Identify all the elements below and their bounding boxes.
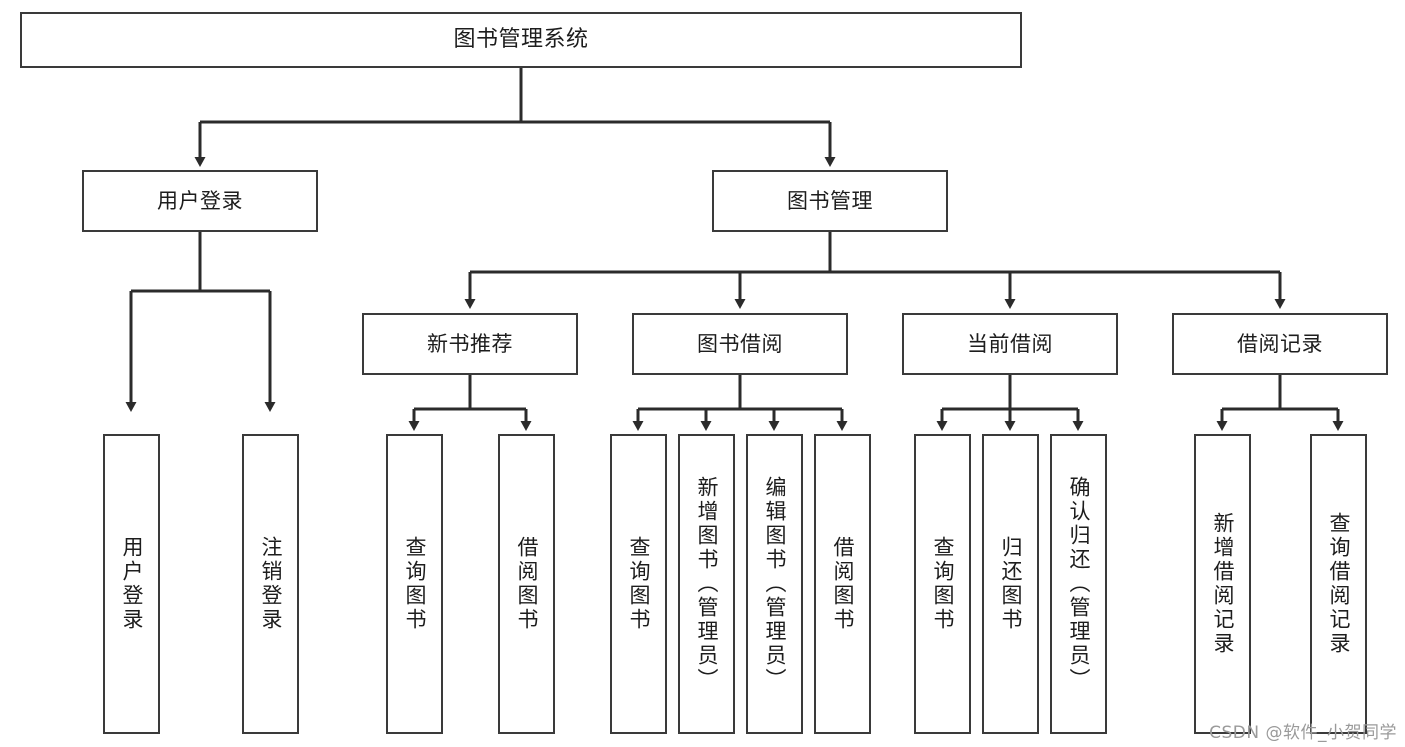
node-book-management[interactable]: 图书管理 xyxy=(712,170,948,232)
node-label: 注销登录 xyxy=(259,536,283,632)
node-label: 图书管理系统 xyxy=(453,27,589,53)
node-label: 查询图书 xyxy=(931,536,955,632)
node-current-borrowing[interactable]: 当前借阅 xyxy=(902,313,1118,375)
node-book-borrowing[interactable]: 图书借阅 xyxy=(632,313,848,375)
csdn-watermark: CSDN @软件_小贺同学 xyxy=(1209,723,1397,743)
node-label: 编辑图书（管理员） xyxy=(763,476,787,692)
node-label: 当前借阅 xyxy=(967,331,1053,356)
leaf-logout[interactable]: 注销登录 xyxy=(242,434,299,734)
node-user-login[interactable]: 用户登录 xyxy=(82,170,318,232)
node-label: 确认归还（管理员） xyxy=(1067,476,1091,692)
node-label: 归还图书 xyxy=(999,536,1023,632)
leaf-edit-book-admin[interactable]: 编辑图书（管理员） xyxy=(746,434,803,734)
node-root-book-management-system[interactable]: 图书管理系统 xyxy=(20,12,1022,68)
leaf-query-books-current[interactable]: 查询图书 xyxy=(914,434,971,734)
node-label: 借阅图书 xyxy=(831,536,855,632)
leaf-borrow-books-recommend[interactable]: 借阅图书 xyxy=(498,434,555,734)
node-borrow-records[interactable]: 借阅记录 xyxy=(1172,313,1388,375)
node-label: 新增借阅记录 xyxy=(1211,512,1235,656)
node-label: 新书推荐 xyxy=(427,331,513,356)
leaf-confirm-return-admin[interactable]: 确认归还（管理员） xyxy=(1050,434,1107,734)
node-label: 借阅记录 xyxy=(1237,331,1323,356)
leaf-add-book-admin[interactable]: 新增图书（管理员） xyxy=(678,434,735,734)
leaf-query-books-borrow[interactable]: 查询图书 xyxy=(610,434,667,734)
leaf-borrow-books[interactable]: 借阅图书 xyxy=(814,434,871,734)
leaf-add-borrow-record[interactable]: 新增借阅记录 xyxy=(1194,434,1251,734)
node-label: 新增图书（管理员） xyxy=(695,476,719,692)
leaf-return-books[interactable]: 归还图书 xyxy=(982,434,1039,734)
node-label: 查询图书 xyxy=(403,536,427,632)
leaf-user-login[interactable]: 用户登录 xyxy=(103,434,160,734)
node-label: 用户登录 xyxy=(157,188,243,213)
node-label: 图书管理 xyxy=(787,188,873,213)
node-label: 借阅图书 xyxy=(515,536,539,632)
node-label: 查询借阅记录 xyxy=(1327,512,1351,656)
leaf-query-books-recommend[interactable]: 查询图书 xyxy=(386,434,443,734)
node-label: 图书借阅 xyxy=(697,331,783,356)
leaf-query-borrow-record[interactable]: 查询借阅记录 xyxy=(1310,434,1367,734)
node-new-book-recommendation[interactable]: 新书推荐 xyxy=(362,313,578,375)
node-label: 查询图书 xyxy=(627,536,651,632)
node-label: 用户登录 xyxy=(120,536,144,632)
